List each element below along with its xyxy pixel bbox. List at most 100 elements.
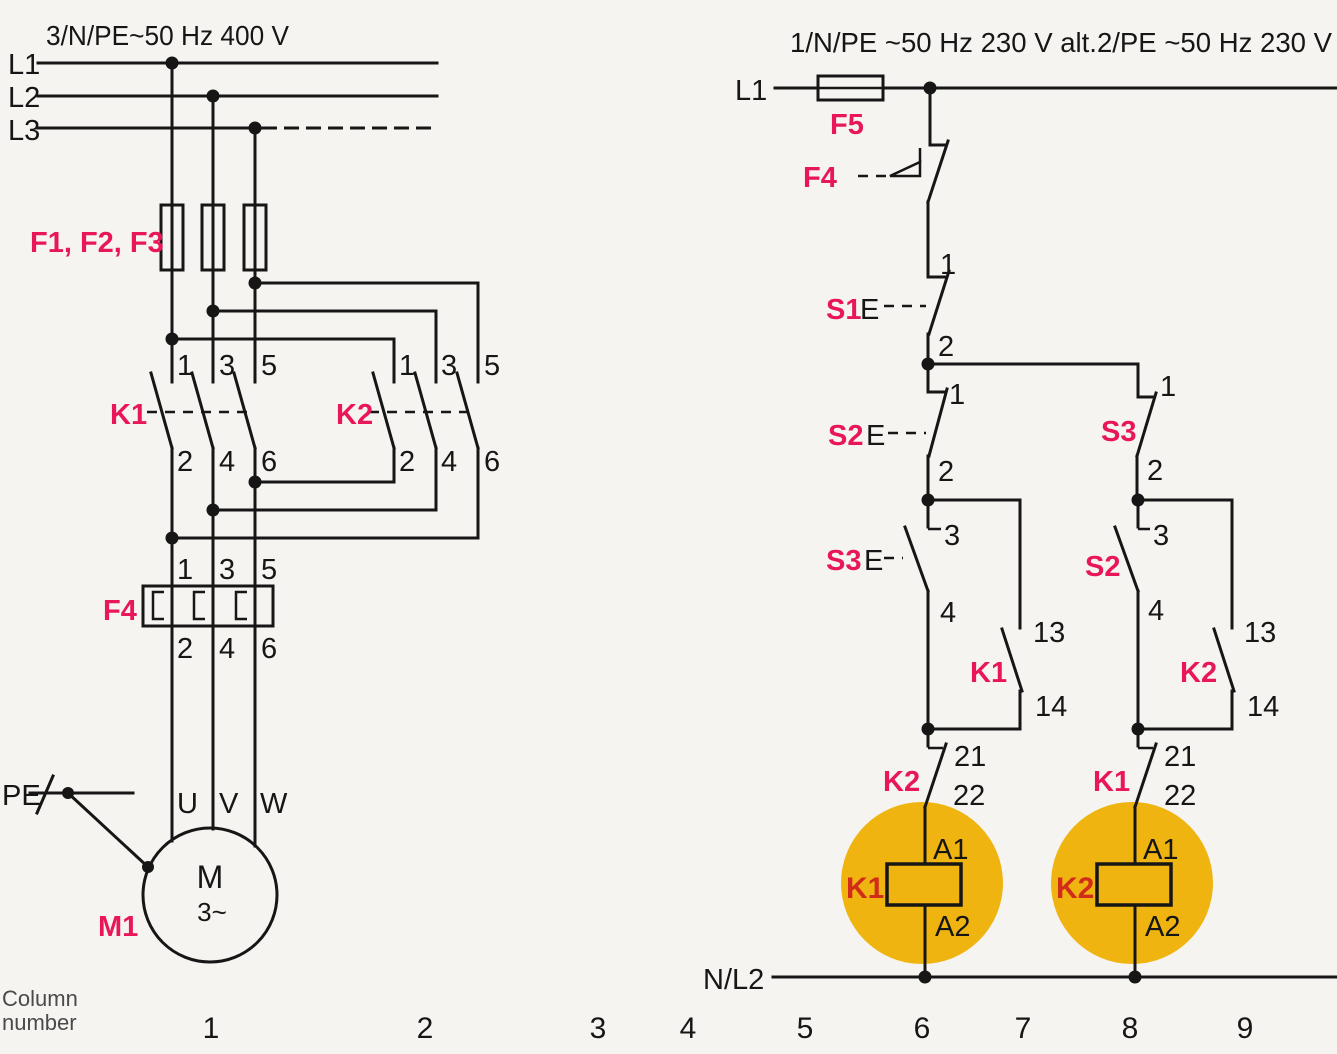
overload-relay-f4-symbol	[141, 584, 275, 628]
s1-label: S1	[826, 294, 861, 326]
motor-m1-label: M1	[98, 911, 138, 943]
column-number-5: 5	[797, 1012, 814, 1045]
s1-terminal-1: 1	[940, 249, 956, 281]
k1-coil-highlight-circle	[841, 802, 1003, 964]
fuse-group-label: F1, F2, F3	[30, 227, 164, 259]
f4-terminal-1: 1	[177, 554, 193, 586]
k2-main-contacts	[369, 371, 480, 450]
k2-terminal-5: 5	[484, 350, 500, 382]
s3-no-label: S3	[1101, 416, 1136, 448]
k1-terminal-3: 3	[219, 350, 235, 382]
k2-aux-terminal-13: 13	[1244, 617, 1276, 649]
k2-aux-terminal-14: 14	[1247, 691, 1279, 723]
contact-output-wires	[170, 446, 480, 588]
s3-no-terminal-2: 2	[1147, 455, 1163, 487]
column-caption-line1: Column	[2, 986, 78, 1011]
control-title: 1/N/PE ~50 Hz 230 V alt.2/PE ~50 Hz 230 …	[790, 27, 1332, 58]
k2-coil-a2: A2	[1145, 911, 1180, 943]
column-number-2: 2	[417, 1012, 434, 1045]
f4-terminal-2: 2	[177, 633, 193, 665]
k2-coil-label: K2	[1056, 872, 1094, 905]
k1-terminal-4: 4	[219, 446, 235, 478]
column-number-6: 6	[914, 1012, 931, 1045]
k2-coil-symbol	[1095, 862, 1173, 979]
s3-nc-terminal-3: 3	[944, 520, 960, 552]
motor-phase-label: 3~	[197, 897, 227, 927]
k1-aux-terminal-13: 13	[1033, 617, 1065, 649]
s2-no-label: S2	[828, 420, 863, 452]
motor-terminal-v: V	[219, 788, 239, 820]
k1-terminal-2: 2	[177, 446, 193, 478]
k2-feed-wires	[170, 281, 480, 384]
f4-terminal-4: 4	[219, 633, 235, 665]
fuse-f2-symbol	[200, 203, 226, 272]
pe-label: PE	[2, 780, 41, 812]
k2-aux-label: K2	[1180, 657, 1217, 689]
phase-label-l2: L2	[8, 82, 40, 114]
column-number-7: 7	[1015, 1012, 1032, 1045]
s3-start-contact-symbol	[1135, 362, 1158, 502]
k1-contactor-label: K1	[110, 399, 147, 431]
column-number-4: 4	[680, 1012, 697, 1045]
k2-terminal-2: 2	[399, 446, 415, 478]
k2-aux-contact-symbol	[1136, 498, 1236, 731]
k2-coil-highlight-circle	[1051, 802, 1213, 964]
k2-interlock-label: K2	[883, 766, 920, 798]
k1-coil-a2: A2	[935, 911, 970, 943]
k1-aux-contact-symbol	[926, 498, 1024, 731]
fuse-f1-symbol	[159, 203, 185, 272]
k1-interlock-contact-symbol	[1133, 727, 1158, 866]
s2-actuator-e: E	[866, 420, 885, 452]
s3-nc-terminal-4: 4	[940, 597, 956, 629]
k1-interlock-terminal-22: 22	[1164, 780, 1196, 812]
motor-terminal-w: W	[260, 788, 288, 820]
motor-letter: M	[197, 859, 224, 895]
k1-terminal-5: 5	[261, 350, 277, 382]
k1-coil-a1: A1	[933, 834, 968, 866]
motor-terminal-u: U	[177, 788, 198, 820]
fuse-f1-f2-f3-symbols	[159, 203, 268, 272]
k2-terminal-6: 6	[484, 446, 500, 478]
k1-aux-terminal-14: 14	[1035, 691, 1067, 723]
k1-interlock-terminal-21: 21	[1164, 741, 1196, 773]
k1-coil-symbol	[885, 862, 963, 979]
s2-no-terminal-1: 1	[949, 379, 965, 411]
pe-connection	[28, 774, 154, 873]
control-supply	[773, 74, 1337, 102]
k2-terminal-3: 3	[441, 350, 457, 382]
s2-nc-contact-symbol	[1113, 498, 1150, 731]
k1-aux-label: K1	[970, 657, 1007, 689]
k2-interlock-contact-symbol	[923, 727, 948, 866]
k2-coil-a1: A1	[1143, 834, 1178, 866]
k1-interlock-label: K1	[1093, 766, 1130, 798]
f4-thermal-contact-symbol	[858, 86, 950, 279]
s2-nc-label: S2	[1085, 551, 1120, 583]
motor-feed-wires	[170, 624, 257, 848]
k2-interlock-terminal-22: 22	[953, 780, 985, 812]
s1-actuator-e: E	[860, 294, 879, 326]
fuse-f5-label: F5	[830, 109, 864, 141]
control-l1-label: L1	[735, 75, 767, 107]
fuse-f3-symbol	[242, 203, 268, 272]
f4-terminal-5: 5	[261, 554, 277, 586]
s3-nc-contact-symbol	[884, 498, 941, 731]
neutral-label: N/L2	[703, 964, 764, 996]
k2-terminal-1: 1	[399, 350, 415, 382]
k1-terminal-1: 1	[177, 350, 193, 382]
s2-nc-terminal-3: 3	[1153, 520, 1169, 552]
k2-terminal-4: 4	[441, 446, 457, 478]
f4-terminal-3: 3	[219, 554, 235, 586]
k1-coil-label: K1	[846, 872, 884, 905]
k1-main-contacts	[147, 371, 257, 450]
k1-terminal-6: 6	[261, 446, 277, 478]
s3-nc-label: S3	[826, 545, 861, 577]
power-circuit: 3/N/PE~50 Hz 400 V L1 L2 L3 F1, F2, F3 K…	[2, 20, 500, 964]
column-number-8: 8	[1122, 1012, 1139, 1045]
k2-interlock-terminal-21: 21	[954, 741, 986, 773]
power-junction-dots	[165, 56, 262, 545]
s2-no-terminal-2: 2	[938, 456, 954, 488]
motor-symbol	[141, 826, 279, 964]
coil-highlights	[841, 802, 1213, 964]
s3-actuator-e: E	[864, 545, 883, 577]
